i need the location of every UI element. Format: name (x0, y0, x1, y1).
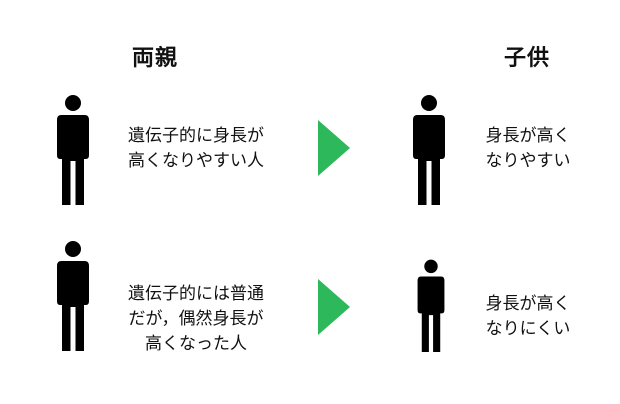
parent-description-line: 高くなった人 (145, 334, 247, 354)
person-icon (413, 95, 445, 205)
person-icon (417, 259, 445, 352)
parents-heading: 両親 (131, 46, 178, 71)
triangle-right-icon (318, 120, 350, 176)
child-description-line: なりにくい (485, 319, 571, 339)
child-figure-row1 (412, 93, 446, 205)
person-icon (57, 95, 89, 205)
child-description-row2: 身長が高く なりにくい (468, 292, 588, 342)
parent-figure-row2 (56, 239, 90, 351)
parent-description-row1: 遺伝子的に身長が 高くなりやすい人 (112, 124, 280, 174)
parent-figure-row1 (56, 93, 90, 205)
parent-description-line: 遺伝子的には普通 (128, 284, 264, 304)
arrow-row2 (318, 279, 350, 335)
parent-description-line: 高くなりやすい人 (128, 151, 264, 171)
parent-description-line: だが，偶然身長が (128, 309, 264, 329)
child-description-line: 身長が高く (485, 126, 571, 146)
child-description-row1: 身長が高く なりやすい (468, 124, 588, 174)
child-heading: 子供 (503, 46, 550, 71)
triangle-right-icon (318, 279, 350, 335)
parent-description-row2: 遺伝子的には普通 だが，偶然身長が 高くなった人 (112, 282, 280, 357)
arrow-row1 (318, 120, 350, 176)
child-description-line: なりやすい (485, 151, 571, 171)
child-figure-row2 (416, 258, 446, 352)
child-description-line: 身長が高く (485, 294, 571, 314)
person-icon (57, 241, 89, 351)
parent-description-line: 遺伝子的に身長が (128, 126, 264, 146)
